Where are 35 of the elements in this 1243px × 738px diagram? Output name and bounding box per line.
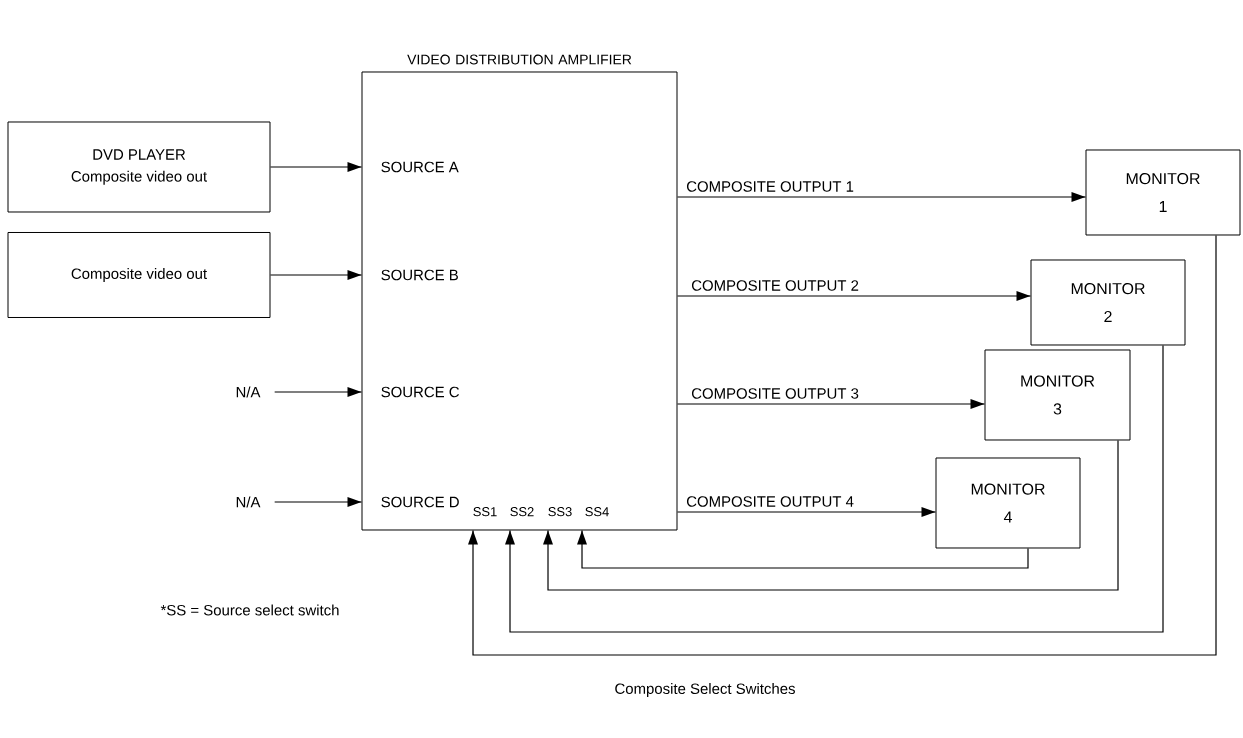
switch-label: SS3 bbox=[548, 507, 572, 517]
edge-label: COMPOSITE OUTPUT 2 bbox=[691, 280, 859, 291]
arrow bbox=[269, 270, 363, 280]
arrow bbox=[269, 162, 363, 172]
arrow bbox=[505, 344, 1164, 633]
source-box: DVD PLAYER Composite video out bbox=[7, 121, 271, 213]
arrow bbox=[274, 497, 363, 507]
arrow bbox=[676, 399, 986, 409]
arrow bbox=[468, 234, 1217, 656]
switch-label: SS1 bbox=[473, 507, 497, 517]
input-label: SOURCE D bbox=[381, 496, 459, 508]
source-box: Composite video out bbox=[7, 232, 271, 318]
monitor-box: MONITOR 3 bbox=[984, 349, 1131, 441]
arrow bbox=[543, 439, 1119, 591]
switch-label: SS2 bbox=[510, 507, 534, 517]
edge-label: COMPOSITE OUTPUT 1 bbox=[686, 181, 854, 192]
monitor-box: MONITOR 4 bbox=[935, 457, 1081, 549]
monitor-box: MONITOR 1 bbox=[1085, 149, 1241, 236]
monitor-box: MONITOR 2 bbox=[1030, 259, 1186, 346]
node-label: VIDEO DISTRIBUTION AMPLIFIER bbox=[407, 54, 632, 65]
switch-label: SS4 bbox=[585, 507, 609, 517]
arrow bbox=[676, 507, 937, 517]
note-text: *SS = Source select switch bbox=[160, 604, 339, 616]
arrow bbox=[274, 387, 363, 397]
arrow bbox=[577, 529, 1029, 569]
edge-label: COMPOSITE OUTPUT 4 bbox=[686, 496, 854, 507]
input-label: SOURCE B bbox=[381, 269, 458, 281]
input-label: N/A bbox=[236, 496, 261, 508]
arrow bbox=[676, 291, 1032, 301]
arrow bbox=[676, 192, 1087, 202]
input-label: SOURCE A bbox=[381, 161, 459, 173]
input-label: SOURCE C bbox=[381, 386, 459, 398]
input-label: N/A bbox=[236, 386, 261, 398]
note-text: Composite Select Switches bbox=[615, 683, 795, 697]
edge-label: COMPOSITE OUTPUT 3 bbox=[691, 388, 859, 399]
